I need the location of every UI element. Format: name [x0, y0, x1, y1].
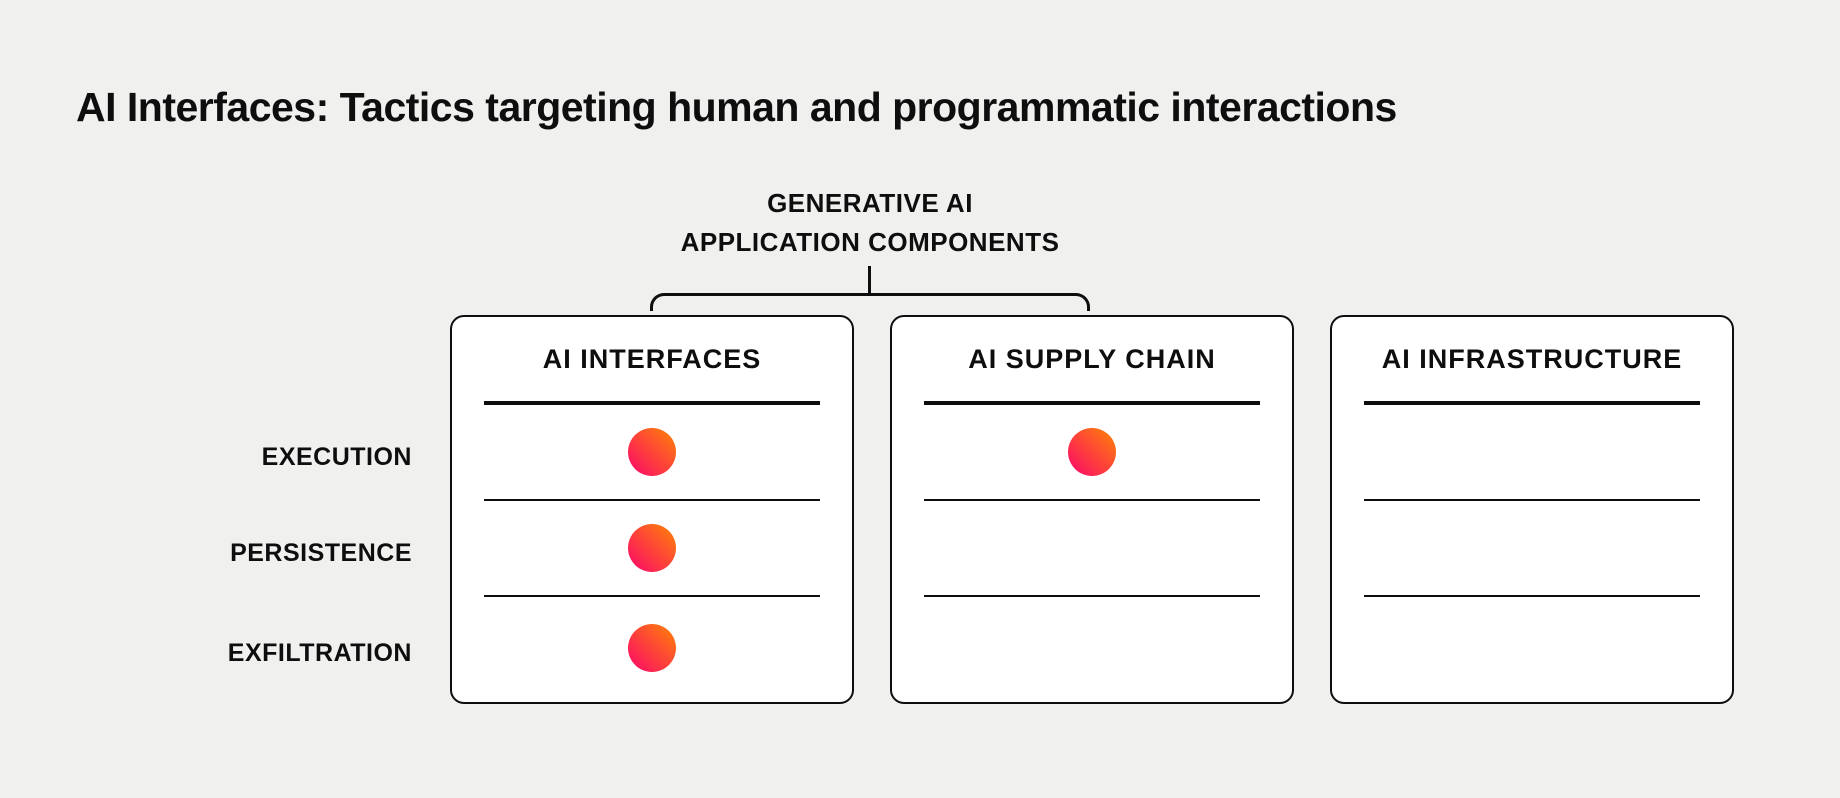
row-label-execution: EXECUTION	[261, 443, 412, 471]
tactic-dot	[628, 524, 676, 572]
group-label: GENERATIVE AI APPLICATION COMPONENTS	[681, 184, 1060, 262]
cell-ai-infrastructure-persistence	[1364, 501, 1700, 597]
tactic-dot	[628, 623, 676, 672]
cell-ai-infrastructure-execution	[1364, 405, 1700, 501]
row-label-persistence: PERSISTENCE	[230, 539, 412, 567]
connector-stem	[868, 266, 871, 294]
tactic-dot	[1068, 428, 1116, 476]
panel-ai-supply-chain-title: AI SUPPLY CHAIN	[924, 317, 1260, 405]
panel-ai-supply-chain: AI SUPPLY CHAIN	[890, 315, 1294, 704]
cell-ai-supply-chain-exfiltration	[924, 597, 1260, 698]
panel-ai-infrastructure-title: AI INFRASTRUCTURE	[1364, 317, 1700, 405]
panel-ai-interfaces-title: AI INTERFACES	[484, 317, 820, 405]
cell-ai-interfaces-exfiltration	[484, 597, 820, 698]
page-title: AI Interfaces: Tactics targeting human a…	[76, 84, 1397, 130]
tactic-dot	[628, 428, 676, 476]
tactic-row-labels: EXECUTION PERSISTENCE EXFILTRATION	[100, 409, 412, 705]
group-label-line1: GENERATIVE AI	[767, 188, 973, 218]
group-label-line2: APPLICATION COMPONENTS	[680, 227, 1060, 257]
cell-ai-supply-chain-execution	[924, 405, 1260, 501]
panel-ai-interfaces: AI INTERFACES	[450, 315, 854, 704]
cell-ai-infrastructure-exfiltration	[1364, 597, 1700, 698]
cell-ai-interfaces-execution	[484, 405, 820, 501]
panel-ai-infrastructure: AI INFRASTRUCTURE	[1330, 315, 1734, 704]
cell-ai-supply-chain-persistence	[924, 501, 1260, 597]
cell-ai-interfaces-persistence	[484, 501, 820, 597]
connector-bracket	[650, 293, 1090, 311]
row-label-exfiltration: EXFILTRATION	[227, 638, 412, 667]
